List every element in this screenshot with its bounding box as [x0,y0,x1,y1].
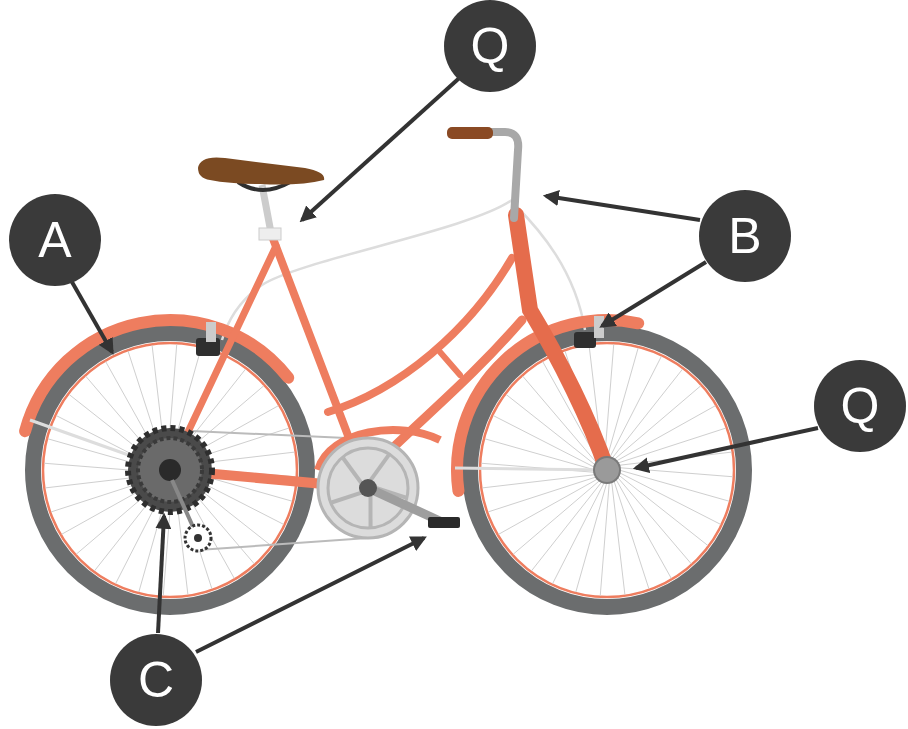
callout-letter: B [728,211,761,261]
rear-mudguard [25,320,288,431]
callout-letter: C [138,655,174,705]
drawing-part [368,496,372,528]
drawing-part [331,493,362,503]
drawing-part [328,258,512,412]
drawing-part [440,352,460,375]
drawing-part [158,516,164,633]
front-brake [574,332,596,348]
drawing-part [359,479,377,497]
drawing-part [612,481,625,595]
brake-arm [206,322,216,342]
drawing-part [302,72,466,220]
drawing-part [138,438,202,502]
drawing-part [619,472,721,524]
drawing-part [546,196,700,220]
callout-circle: A [9,194,101,286]
drawing-part [614,386,701,460]
drawing-part [513,480,600,554]
drawing-part [196,538,424,652]
callout-letter: Q [841,381,880,431]
drawing-part [493,416,595,468]
rear-wheel [33,333,307,607]
callout-letter: A [38,215,71,265]
fender-stay [455,468,605,470]
drawing-part [553,482,605,584]
crank [368,488,442,522]
callout-circle: B [699,190,791,282]
drawing-part [482,475,596,488]
drawing-part [499,478,599,534]
callout-circle: Q [814,360,906,452]
drawing-part [607,348,638,458]
saddle [198,157,324,184]
seat-clamp [259,228,281,240]
drawing-part [614,480,649,589]
drawing-part [576,482,607,592]
drawing-part [605,344,614,458]
drawing-part [370,454,389,480]
brake-arm [594,316,604,338]
drawing-part [194,534,202,542]
drawing-part [619,468,733,477]
drawing-part [636,428,818,468]
callout-circle: Q [444,0,536,92]
callout-letter: Q [471,21,510,71]
drawing-part [43,343,297,597]
pedal [428,517,460,528]
derailleur [185,525,211,551]
drawing-part [600,482,609,596]
leader-lines [72,72,818,652]
drawing-part [602,262,706,326]
handlebar [492,132,518,218]
callout-circle: C [110,634,202,726]
front-hub [594,457,620,483]
drawing-part [609,356,661,458]
spokes [44,344,296,596]
drawing-part [617,428,726,463]
drawing-part [72,282,112,352]
chain [198,538,368,550]
drawing-part [342,457,361,483]
cassette [128,428,212,512]
chainring-arms [331,454,407,528]
drawing-part [159,459,181,481]
grip [447,127,493,139]
drawing-part [328,448,408,528]
drawing-part [516,215,607,470]
drawing-part [617,477,691,564]
drawing-part [615,478,671,578]
drawing-part [488,477,597,512]
drawing-part [33,333,307,607]
drawing-part [485,439,595,470]
chainring [318,438,418,538]
